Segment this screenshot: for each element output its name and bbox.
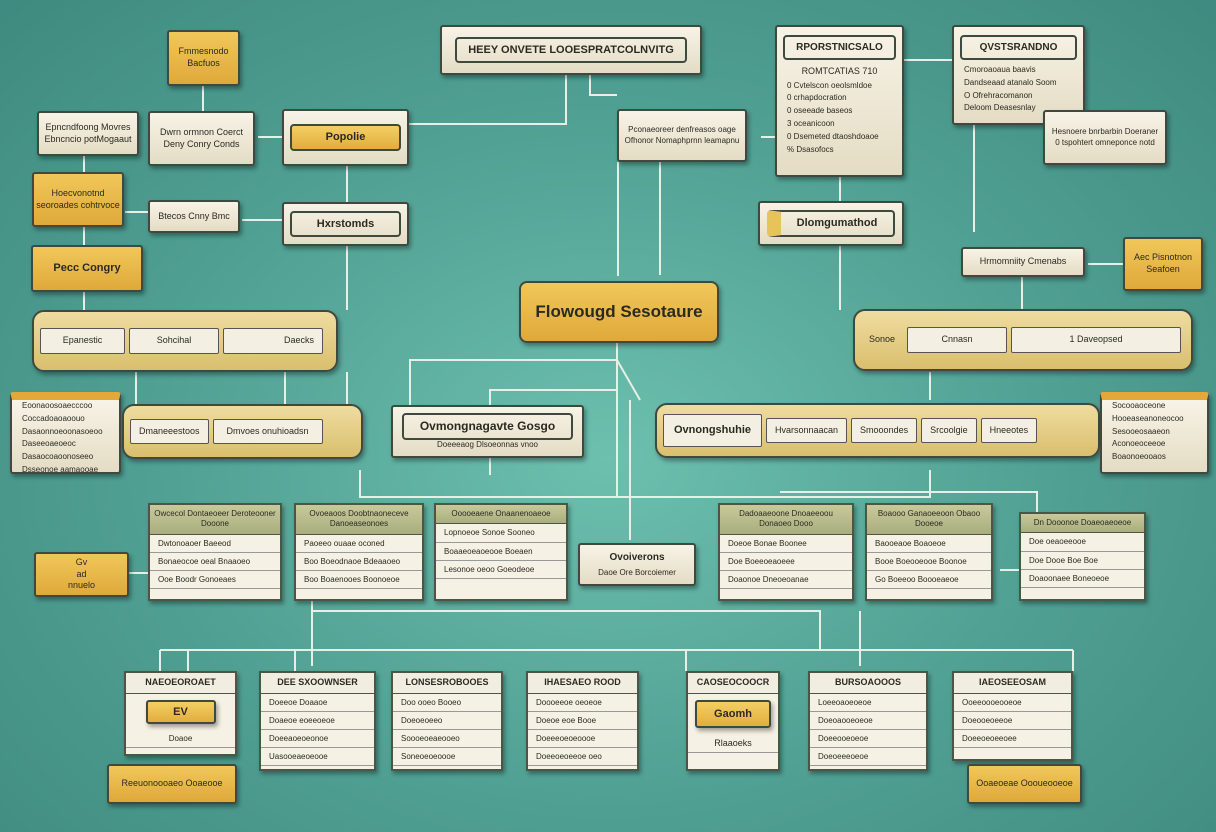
node-aec-pisnotnon[interactable]: Aec Pisnotnon Seafoen bbox=[1123, 237, 1203, 291]
diagram-title: HEEY ONVETE LOOESPRATCOLNVITG bbox=[440, 25, 702, 75]
node-hxrstomds[interactable]: Hxrstomds bbox=[282, 202, 409, 246]
row4-tag-right[interactable]: Ooaeoeae Oooueooeoe bbox=[967, 764, 1082, 804]
hub-right-bar[interactable]: Ovnongshuhie Hvarsonnaacan Smooondes Src… bbox=[655, 403, 1100, 458]
node-rporstnicsalo[interactable]: RPORSTNICSALO ROMTCATIAS 710 0 Cvtelscon… bbox=[775, 25, 904, 177]
node-dlomgumathod[interactable]: Dlomgumathod bbox=[758, 201, 904, 246]
central-node[interactable]: Flowougd Sesotaure bbox=[519, 281, 719, 343]
node-btecos[interactable]: Btecos Cnny Bmc bbox=[148, 200, 240, 233]
row4-tag-left[interactable]: Reeuonoooaeo Ooaeooe bbox=[107, 764, 237, 804]
left-bar[interactable]: Epanestic Sohcihal Daecks bbox=[32, 310, 338, 372]
node-popolie[interactable]: Popolie bbox=[282, 109, 409, 166]
node-hoecvonotnd[interactable]: Hoecvonotnd seoroades cohtrvoce bbox=[32, 172, 124, 227]
node-fmmesnodo[interactable]: Fmmesnodo Bacfuos bbox=[167, 30, 240, 86]
node-qvstsrandno[interactable]: QVSTSRANDNO Cmoroaoaua baavis Dandseaad … bbox=[952, 25, 1085, 125]
node-hrmomniity[interactable]: Hrmomniity Cmenabs bbox=[961, 247, 1085, 277]
right-bar[interactable]: Sonoe Cnnasn 1 Daveopsed bbox=[853, 309, 1193, 371]
mid-left-bar[interactable]: Dmaneeestoos Dmvoes onuhioadsn bbox=[122, 404, 363, 459]
node-pecc-congry[interactable]: Pecc Congry bbox=[31, 245, 143, 292]
